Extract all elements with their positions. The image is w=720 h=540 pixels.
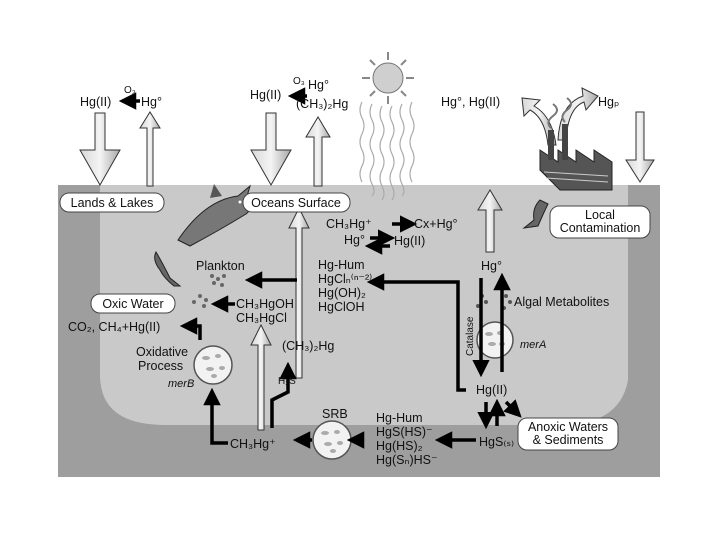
local-hg0-hg2-label: Hg°, Hg(II) — [441, 95, 500, 109]
water-dmhg-label: (CH₃)₂Hg — [282, 339, 334, 353]
ocean-o3-label: O₃ — [293, 76, 305, 87]
cx-hg0-label: Cx+Hg° — [414, 217, 458, 231]
mehg-to-species-arrow — [250, 323, 272, 431]
ocean-hg2-label: Hg(II) — [250, 88, 281, 102]
sulfide-line1: Hg-Hum — [376, 411, 423, 425]
sulfide-line2: HgS(HS)⁻ — [376, 425, 433, 439]
oxidative-microbe-icon — [193, 345, 233, 385]
merA-label: merA — [520, 339, 546, 351]
local-contamination-line2: Contamination — [560, 221, 641, 235]
srb-label: SRB — [322, 407, 348, 421]
ch3hgcl-label: CH₃HgCl — [236, 311, 287, 325]
sulfide-line4: Hg(Sₙ)HS⁻ — [376, 453, 438, 467]
local-hgp-label: Hgₚ — [598, 95, 619, 109]
sun-icon — [362, 52, 414, 104]
oxic-products-label: CO₂, CH₄+Hg(II) — [68, 320, 160, 334]
lands-lakes-label: Lands & Lakes — [71, 196, 154, 210]
deposition-arrow-ocean — [250, 112, 292, 187]
water-hg2-label: Hg(II) — [394, 234, 425, 248]
dmhg-to-surface-arrow — [288, 206, 310, 379]
srb-microbe-icon — [312, 420, 352, 460]
local-deposition-arrow — [625, 111, 655, 183]
anoxic-line1: Anoxic Waters — [528, 420, 608, 434]
arrow-oxidation-products — [179, 317, 202, 340]
hg-hum-line1: Hg-Hum — [318, 258, 365, 272]
arrow-hg2-to-complexes — [366, 273, 466, 392]
ch3hgoh-label: CH₃HgOH — [236, 297, 294, 311]
hg-hum-line4: HgClOH — [318, 300, 365, 314]
h2s-label: H₂S — [278, 376, 296, 387]
lands-hg2-label: Hg(II) — [80, 95, 111, 109]
center-hg2-label: Hg(II) — [476, 383, 507, 397]
catalase-label: Catalase — [465, 316, 476, 356]
local-contamination-line1: Local — [585, 208, 615, 222]
mehg-plus-label: CH₃Hg⁺ — [230, 437, 276, 451]
water-hg0-label: Hg° — [344, 233, 365, 247]
box-oxic-water — [90, 293, 176, 314]
ocean-dmhg-label: (CH₃)₂Hg — [296, 97, 348, 111]
merB-label: merB — [168, 378, 194, 390]
hg-hum-line2: HgClₙ⁽ⁿ⁻²⁾ — [318, 272, 372, 286]
arrow-mehg-to-dmhg — [270, 361, 297, 428]
oxidative-line1: Oxidative — [136, 345, 188, 359]
ocean-hg0-label: Hg° — [308, 78, 329, 92]
algal-metabolites-label: Algal Metabolites — [514, 295, 609, 309]
photo-mehg-label: CH₃Hg⁺ — [326, 217, 372, 231]
plankton-label: Plankton — [196, 259, 245, 273]
factory-icon — [522, 97, 613, 229]
emission-arrow-lands — [139, 111, 161, 187]
oxidative-line2: Process — [138, 359, 183, 373]
factory-emission-arrow-right — [557, 87, 599, 141]
mera-microbe-icon — [476, 321, 514, 359]
plankton-particles — [192, 274, 226, 308]
box-local-contamination — [549, 205, 651, 239]
small-fish-icon — [154, 250, 182, 287]
hgs-label: HgS₍ₛ₎ — [479, 435, 514, 449]
lands-hg0-label: Hg° — [141, 95, 162, 109]
lands-o3-label: O₃ — [124, 85, 136, 96]
center-hg0-label: Hg° — [481, 259, 502, 273]
hg-hum-line3: Hg(OH)₂ — [318, 286, 366, 300]
oxic-water-label: Oxic Water — [102, 297, 163, 311]
sulfide-line3: Hg(HS)₂ — [376, 439, 423, 453]
hg0-evasion-arrow — [477, 189, 503, 253]
box-oceans-surface — [242, 192, 351, 213]
anoxic-line2: & Sediments — [533, 433, 604, 447]
arrow-hg2-to-anoxic — [503, 399, 522, 418]
deposition-arrow-lands — [79, 112, 121, 187]
arrow-mehg-to-oxidation — [203, 387, 228, 445]
sun-rays — [359, 101, 415, 201]
oceans-surface-label: Oceans Surface — [251, 196, 341, 210]
box-lands-lakes — [59, 192, 165, 213]
box-anoxic — [517, 417, 619, 451]
emission-arrow-ocean — [305, 116, 331, 187]
